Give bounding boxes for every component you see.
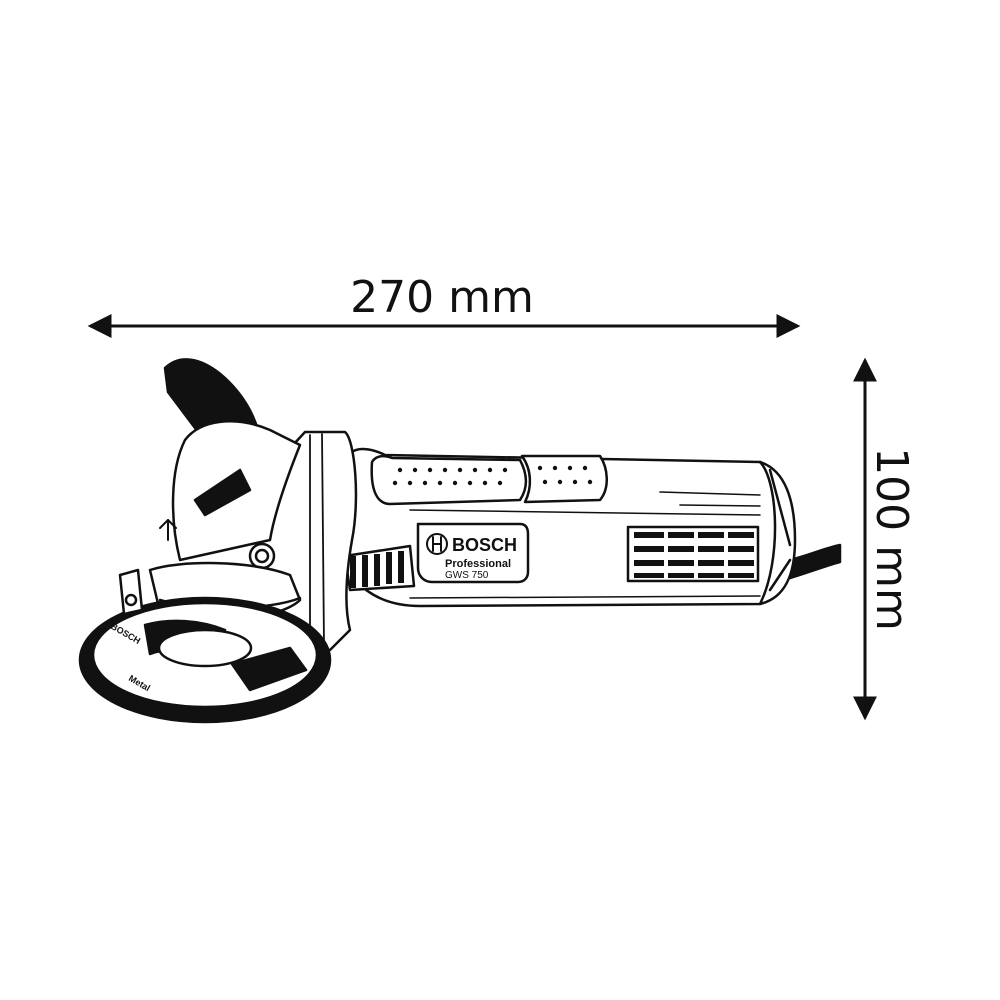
grinding-disc: BOSCH Metal xyxy=(78,596,332,724)
product-line: Professional xyxy=(445,558,511,570)
angle-grinder-illustration: BOSCH Professional GWS 750 xyxy=(78,358,842,724)
length-label: 270 mm xyxy=(350,272,534,323)
grip-texture xyxy=(392,465,593,486)
cooling-vents xyxy=(626,525,760,583)
length-dimension: 270 mm xyxy=(87,272,801,338)
rear-grip xyxy=(520,454,608,504)
brand-name: BOSCH xyxy=(452,535,517,555)
height-label: 100 mm xyxy=(866,447,917,631)
model-name: GWS 750 xyxy=(445,570,489,581)
front-grip xyxy=(370,454,528,506)
handle-stub xyxy=(118,568,144,616)
height-dimension: 100 mm xyxy=(853,357,917,721)
bosch-logo-icon xyxy=(426,533,448,555)
power-switch xyxy=(343,544,416,592)
power-cord xyxy=(788,543,842,580)
